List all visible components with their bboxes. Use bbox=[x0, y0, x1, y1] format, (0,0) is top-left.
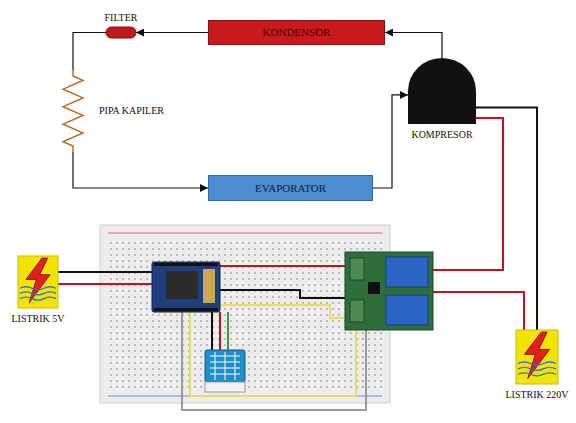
wire bbox=[182, 312, 366, 410]
dht-base bbox=[205, 382, 245, 392]
node-label: PIPA KAPILER bbox=[99, 105, 164, 117]
wire bbox=[190, 312, 356, 396]
filter-capsule bbox=[106, 27, 136, 38]
node-label: LISTRIK 220V bbox=[505, 389, 568, 401]
condenser-box: KONDENSOR bbox=[208, 20, 385, 45]
wire bbox=[219, 312, 221, 350]
power-source: LISTRIK 220V bbox=[516, 330, 558, 384]
relay-pins bbox=[368, 282, 380, 294]
nodemcu-pins bbox=[154, 263, 218, 266]
power-source-outline bbox=[18, 256, 58, 308]
power-rail bbox=[108, 233, 382, 234]
relay bbox=[386, 295, 428, 325]
refrigerant-pipe bbox=[73, 33, 106, 71]
node-label: EVAPORATOR bbox=[255, 182, 326, 195]
lightning-bolt bbox=[524, 332, 549, 378]
evaporator-box: EVAPORATOR bbox=[208, 175, 373, 201]
refrigerant-pipe bbox=[73, 152, 208, 188]
wire bbox=[58, 283, 152, 285]
refrigerant-pipe bbox=[136, 32, 208, 33]
wave-line bbox=[518, 367, 556, 370]
power-source: LISTRIK 5V bbox=[18, 256, 58, 308]
capillary-pipe-outline bbox=[63, 70, 83, 152]
nodemcu-board bbox=[152, 262, 220, 312]
refrigerant-pipe bbox=[373, 95, 408, 188]
wire bbox=[433, 292, 524, 330]
node-label: FILTER bbox=[105, 12, 138, 24]
power-icon-ground bbox=[516, 330, 558, 384]
wire bbox=[58, 271, 152, 273]
wave-line bbox=[518, 373, 556, 376]
capillary-pipe: PIPA KAPILER bbox=[63, 70, 83, 152]
wave-line bbox=[20, 292, 56, 295]
nodemcu-chip bbox=[166, 271, 198, 299]
power-icon-ground bbox=[18, 256, 58, 308]
wire bbox=[433, 118, 503, 270]
node-label: KOMPRESOR bbox=[411, 129, 472, 141]
nodemcu-antenna bbox=[203, 269, 215, 303]
compressor-symbol: KOMPRESOR bbox=[408, 58, 476, 124]
wire bbox=[227, 312, 229, 350]
filter-symbol-outline bbox=[106, 27, 136, 38]
relay-terminal bbox=[350, 258, 364, 280]
wire bbox=[211, 312, 213, 350]
relay-board bbox=[345, 252, 433, 330]
breadboard-holes bbox=[108, 240, 382, 388]
wave-line bbox=[518, 362, 556, 365]
relay bbox=[386, 257, 428, 287]
dht-sensor bbox=[205, 350, 245, 382]
node-label: KONDENSOR bbox=[263, 26, 331, 39]
compressor-dome bbox=[408, 58, 476, 124]
wire bbox=[220, 290, 345, 298]
nodemcu-pins bbox=[154, 308, 218, 311]
wire bbox=[220, 265, 345, 267]
wire bbox=[220, 305, 345, 318]
wave-line bbox=[20, 297, 56, 300]
node-label: LISTRIK 5V bbox=[11, 313, 64, 325]
power-source-outline bbox=[516, 330, 558, 384]
filter-symbol: FILTER bbox=[106, 27, 136, 38]
power-wire bbox=[476, 108, 537, 331]
capillary-coil bbox=[63, 70, 83, 152]
wave-line bbox=[20, 287, 56, 290]
lightning-bolt bbox=[26, 258, 50, 303]
compressor-symbol-outline bbox=[408, 58, 476, 124]
relay-terminal bbox=[350, 300, 364, 322]
refrigerant-pipe bbox=[385, 33, 442, 59]
dht-grid bbox=[210, 352, 240, 380]
